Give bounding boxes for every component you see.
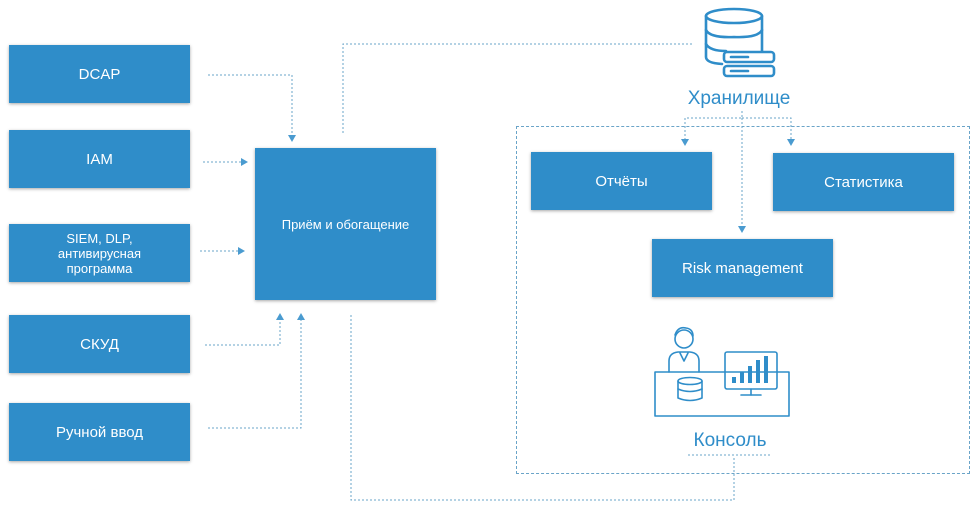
source-dcap: DCAP: [9, 45, 190, 103]
connector-storage-reports: [681, 111, 743, 146]
ingest-label: Приём и обогащение: [281, 216, 410, 232]
source-skud: СКУД: [9, 315, 190, 373]
connector-ingest-storage: [342, 43, 694, 133]
connector-manual-ingest: [208, 313, 305, 429]
source-manual-input: Ручной ввод: [9, 403, 190, 461]
statistics-label: Статистика: [824, 173, 903, 191]
reports-label: Отчёты: [595, 172, 648, 190]
connector-skud-ingest: [205, 313, 284, 346]
source-siem-label: SIEM, DLP, антивирусная программа: [57, 230, 142, 276]
source-iam: IAM: [9, 130, 190, 188]
source-dcap-label: DCAP: [78, 65, 121, 83]
source-siem-dlp-antivirus: SIEM, DLP, антивирусная программа: [9, 224, 190, 282]
console-group-frame: [516, 126, 970, 474]
statistics-box: Статистика: [773, 153, 954, 211]
source-manual-label: Ручной ввод: [55, 423, 144, 441]
storage-label: Хранилище: [687, 88, 791, 109]
risk-management-box: Risk management: [652, 239, 833, 297]
source-skud-label: СКУД: [80, 335, 119, 353]
connector-console-ingest: [350, 315, 735, 501]
connector-dcap-ingest: [208, 74, 296, 142]
reports-box: Отчёты: [531, 152, 712, 210]
source-iam-label: IAM: [86, 150, 113, 168]
risk-management-label: Risk management: [682, 259, 803, 277]
database-icon: [704, 7, 776, 78]
ingest-enrichment-box: Приём и обогащение: [255, 148, 436, 300]
operator-console-icon: [654, 326, 790, 417]
console-label: Консоль: [693, 430, 767, 451]
connector-storage-statistics: [742, 117, 795, 146]
